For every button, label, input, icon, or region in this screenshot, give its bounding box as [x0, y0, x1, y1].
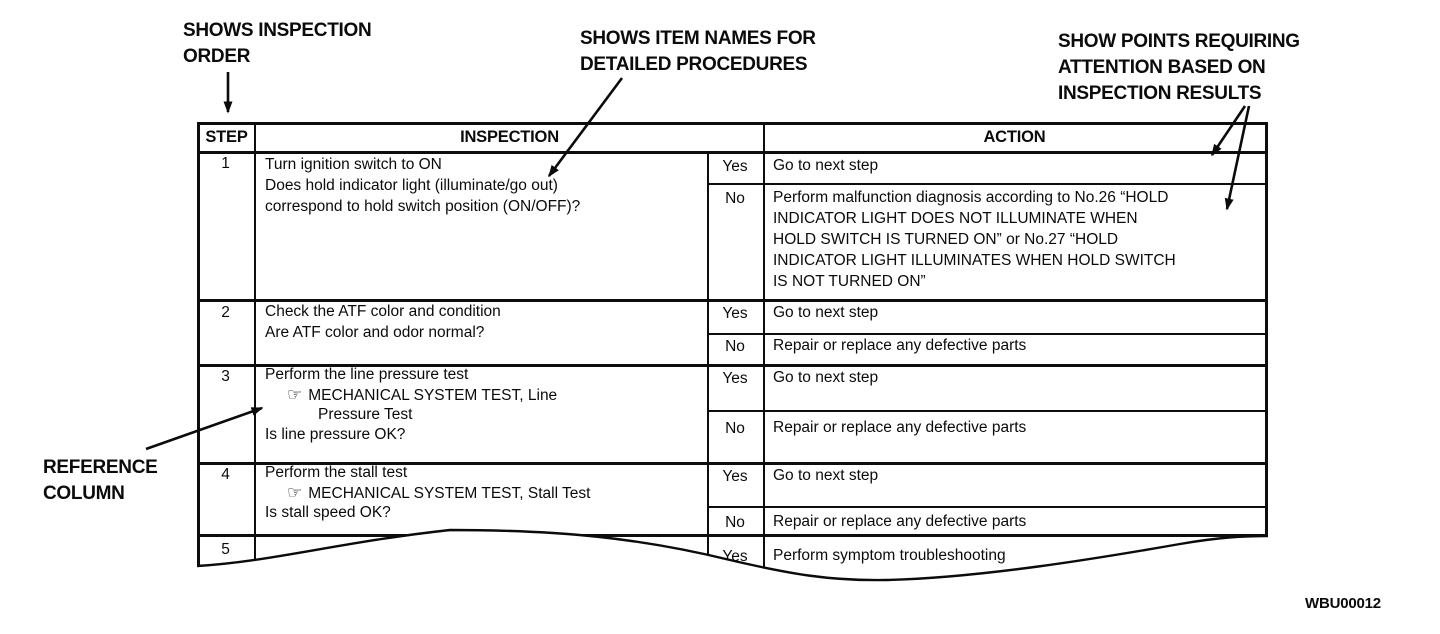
inspection-line: Turn ignition switch to ON	[265, 156, 442, 173]
annotation-line: INSPECTION RESULTS	[1058, 83, 1262, 104]
step-cell: 2	[221, 304, 230, 321]
grid-line	[197, 364, 1268, 367]
yes-label: Yes	[722, 548, 748, 565]
annotation-line: SHOW POINTS REQUIRING	[1058, 31, 1300, 52]
inspection-line-text: MECHANICAL SYSTEM TEST, Stall Test	[308, 485, 591, 502]
grid-line	[197, 299, 1268, 302]
no-action-line: Perform malfunction diagnosis according …	[773, 189, 1169, 206]
grid-line	[707, 506, 1268, 508]
inspection-line: Pressure Test	[318, 406, 413, 423]
step-cell: 4	[221, 466, 230, 483]
annotation-line: SHOWS ITEM NAMES FOR	[580, 28, 816, 49]
annotation-line: DETAILED PROCEDURES	[580, 54, 808, 75]
no-label: No	[725, 190, 745, 207]
no-action-cell: Repair or replace any defective parts	[773, 337, 1027, 354]
no-action-line: INDICATOR LIGHT DOES NOT ILLUMINATE WHEN	[773, 210, 1138, 227]
yes-action-cell: Go to next step	[773, 157, 879, 174]
no-action-cell: Repair or replace any defective parts	[773, 513, 1027, 530]
no-action-line: IS NOT TURNED ON”	[773, 273, 926, 290]
annotation-attention-points: SHOW POINTS REQUIRING ATTENTION BASED ON…	[1058, 29, 1300, 107]
step-cell: 3	[221, 368, 230, 385]
yes-action-cell: Go to next step	[773, 369, 879, 386]
reference-pointer-icon: ☞	[287, 483, 303, 503]
inspection-line: Is line pressure OK?	[265, 426, 406, 443]
inspection-line: Does hold indicator light (illuminate/go…	[265, 177, 558, 194]
header-inspection: INSPECTION	[460, 128, 559, 146]
annotation-line: COLUMN	[43, 483, 125, 504]
yes-label: Yes	[722, 305, 748, 322]
inspection-line-text: MECHANICAL SYSTEM TEST, Line	[308, 387, 558, 404]
no-action-line: INDICATOR LIGHT ILLUMINATES WHEN HOLD SW…	[773, 252, 1176, 269]
no-label: No	[725, 514, 745, 531]
annotation-line: SHOWS INSPECTION	[183, 20, 372, 41]
yes-label: Yes	[722, 158, 748, 175]
header-action: ACTION	[983, 128, 1046, 146]
no-action-line: HOLD SWITCH IS TURNED ON” or No.27 “HOLD	[773, 231, 1119, 248]
inspection-line: Perform the line pressure test	[265, 366, 469, 383]
figure-code: WBU00012	[1305, 595, 1381, 612]
step-cell: 5	[221, 541, 230, 558]
grid-line	[197, 462, 1268, 465]
inspection-line: correspond to hold switch position (ON/O…	[265, 198, 581, 215]
inspection-line: Check the ATF color and condition	[265, 303, 501, 320]
annotation-line: ATTENTION BASED ON	[1058, 57, 1266, 78]
grid-line	[707, 151, 709, 580]
reference-pointer-icon: ☞	[287, 385, 303, 405]
grid-line	[197, 122, 1268, 125]
inspection-line: Is stall speed OK?	[265, 504, 391, 521]
header-step: STEP	[205, 128, 248, 146]
grid-line	[707, 410, 1268, 412]
grid-line	[707, 183, 1268, 185]
no-label: No	[725, 420, 745, 437]
grid-line	[1265, 122, 1268, 580]
no-label: No	[725, 338, 745, 355]
yes-action-cell: Go to next step	[773, 304, 879, 321]
yes-action-cell: Perform symptom troubleshooting	[773, 547, 1006, 564]
annotation-line: ORDER	[183, 46, 251, 67]
annotation-item-names: SHOWS ITEM NAMES FOR DETAILED PROCEDURES	[580, 26, 816, 78]
troubleshooting-table: STEP INSPECTION ACTION 1 Turn ignition s…	[197, 122, 1268, 580]
annotation-line: REFERENCE	[43, 457, 158, 478]
annotation-inspection-order: SHOWS INSPECTION ORDER	[183, 18, 372, 70]
annotation-reference-column: REFERENCE COLUMN	[43, 455, 158, 507]
grid-line	[763, 122, 765, 580]
grid-line	[197, 122, 200, 580]
inspection-line: Perform the stall test	[265, 464, 408, 481]
yes-label: Yes	[722, 468, 748, 485]
inspection-reference-line: ☞ MECHANICAL SYSTEM TEST, Line	[287, 385, 557, 406]
no-action-cell: Repair or replace any defective parts	[773, 419, 1027, 436]
inspection-reference-line: ☞ MECHANICAL SYSTEM TEST, Stall Test	[287, 483, 590, 504]
yes-label: Yes	[722, 370, 748, 387]
yes-action-cell: Go to next step	[773, 467, 879, 484]
step-cell: 1	[221, 155, 230, 172]
grid-line	[254, 122, 256, 580]
grid-line	[197, 151, 1268, 154]
grid-line	[197, 534, 1268, 537]
inspection-line: Are ATF color and odor normal?	[265, 324, 485, 341]
grid-line	[707, 333, 1268, 335]
